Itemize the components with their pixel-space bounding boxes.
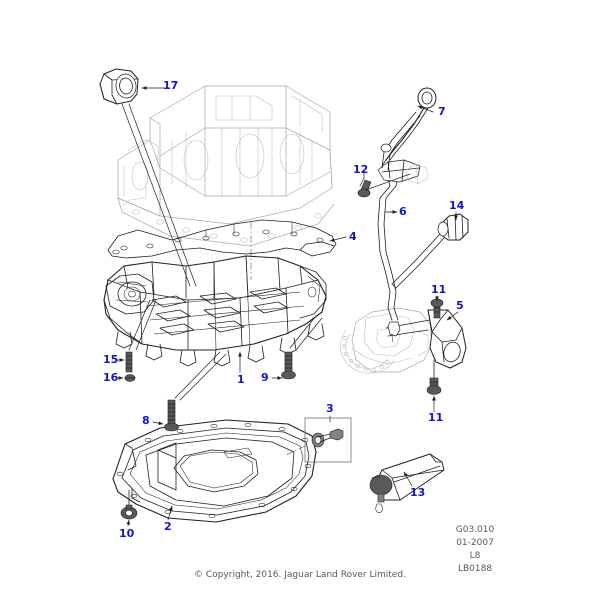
sump-bolt-bosses — [115, 323, 325, 367]
part-14-oil-level-sensor — [391, 213, 469, 289]
callout-12[interactable]: 12 — [353, 163, 369, 176]
callout-1[interactable]: 1 — [237, 373, 245, 386]
part-7-dipstick — [381, 87, 437, 167]
part-17-oil-filler-cap — [99, 68, 139, 105]
copyright-notice: © Copyright, 2016. Jaguar Land Rover Lim… — [194, 570, 406, 580]
callout-11-upper[interactable]: 11 — [431, 283, 447, 296]
callout-3[interactable]: 3 — [326, 402, 334, 415]
callout-7[interactable]: 7 — [438, 105, 446, 118]
part-3-detail-box — [283, 417, 352, 463]
part-12-tube-bolt — [357, 179, 372, 198]
callout-10[interactable]: 10 — [119, 527, 135, 540]
part-11-lower-bolt — [426, 359, 442, 395]
callout-11-lower[interactable]: 11 — [428, 411, 444, 424]
callout-14[interactable]: 14 — [449, 199, 465, 212]
callout-15[interactable]: 15 — [103, 353, 119, 366]
part-2-lower-oil-pan — [112, 419, 317, 523]
engine-block-ghost — [117, 85, 335, 247]
callout-4[interactable]: 4 — [349, 230, 357, 243]
leader-lines — [116, 86, 459, 527]
part-6-dipstick-tube — [377, 111, 429, 343]
part-13-sealant-tube — [369, 453, 445, 513]
part-4-sump-gasket — [107, 219, 337, 259]
part-10-drain-plug — [120, 489, 138, 520]
callout-5[interactable]: 5 — [456, 299, 464, 312]
callout-8[interactable]: 8 — [142, 414, 150, 427]
callout-13[interactable]: 13 — [410, 486, 426, 499]
part-9-short-bolt — [281, 351, 296, 380]
part-5-oil-pump-assembly — [340, 307, 467, 374]
drawing-number: G03.010 — [455, 525, 495, 535]
part-16-dowel — [124, 374, 136, 382]
callout-9[interactable]: 9 — [261, 371, 269, 384]
drawing-sheet-code: LB0188 — [457, 564, 493, 574]
drawing-date: 01-2007 — [456, 538, 494, 548]
callout-6[interactable]: 6 — [399, 205, 407, 218]
drawing-meta-block: G03.010 01-2007 L8 LB0188 — [430, 524, 520, 576]
part-8-long-bolt — [164, 399, 179, 432]
callout-16[interactable]: 16 — [103, 371, 119, 384]
callout-17[interactable]: 17 — [163, 79, 179, 92]
part-11-upper-bolt — [430, 298, 444, 319]
drawing-model: L8 — [469, 551, 481, 561]
callout-2[interactable]: 2 — [164, 520, 172, 533]
part-1-upper-sump-ladder-frame — [103, 255, 327, 367]
part-15-stud — [125, 351, 133, 373]
